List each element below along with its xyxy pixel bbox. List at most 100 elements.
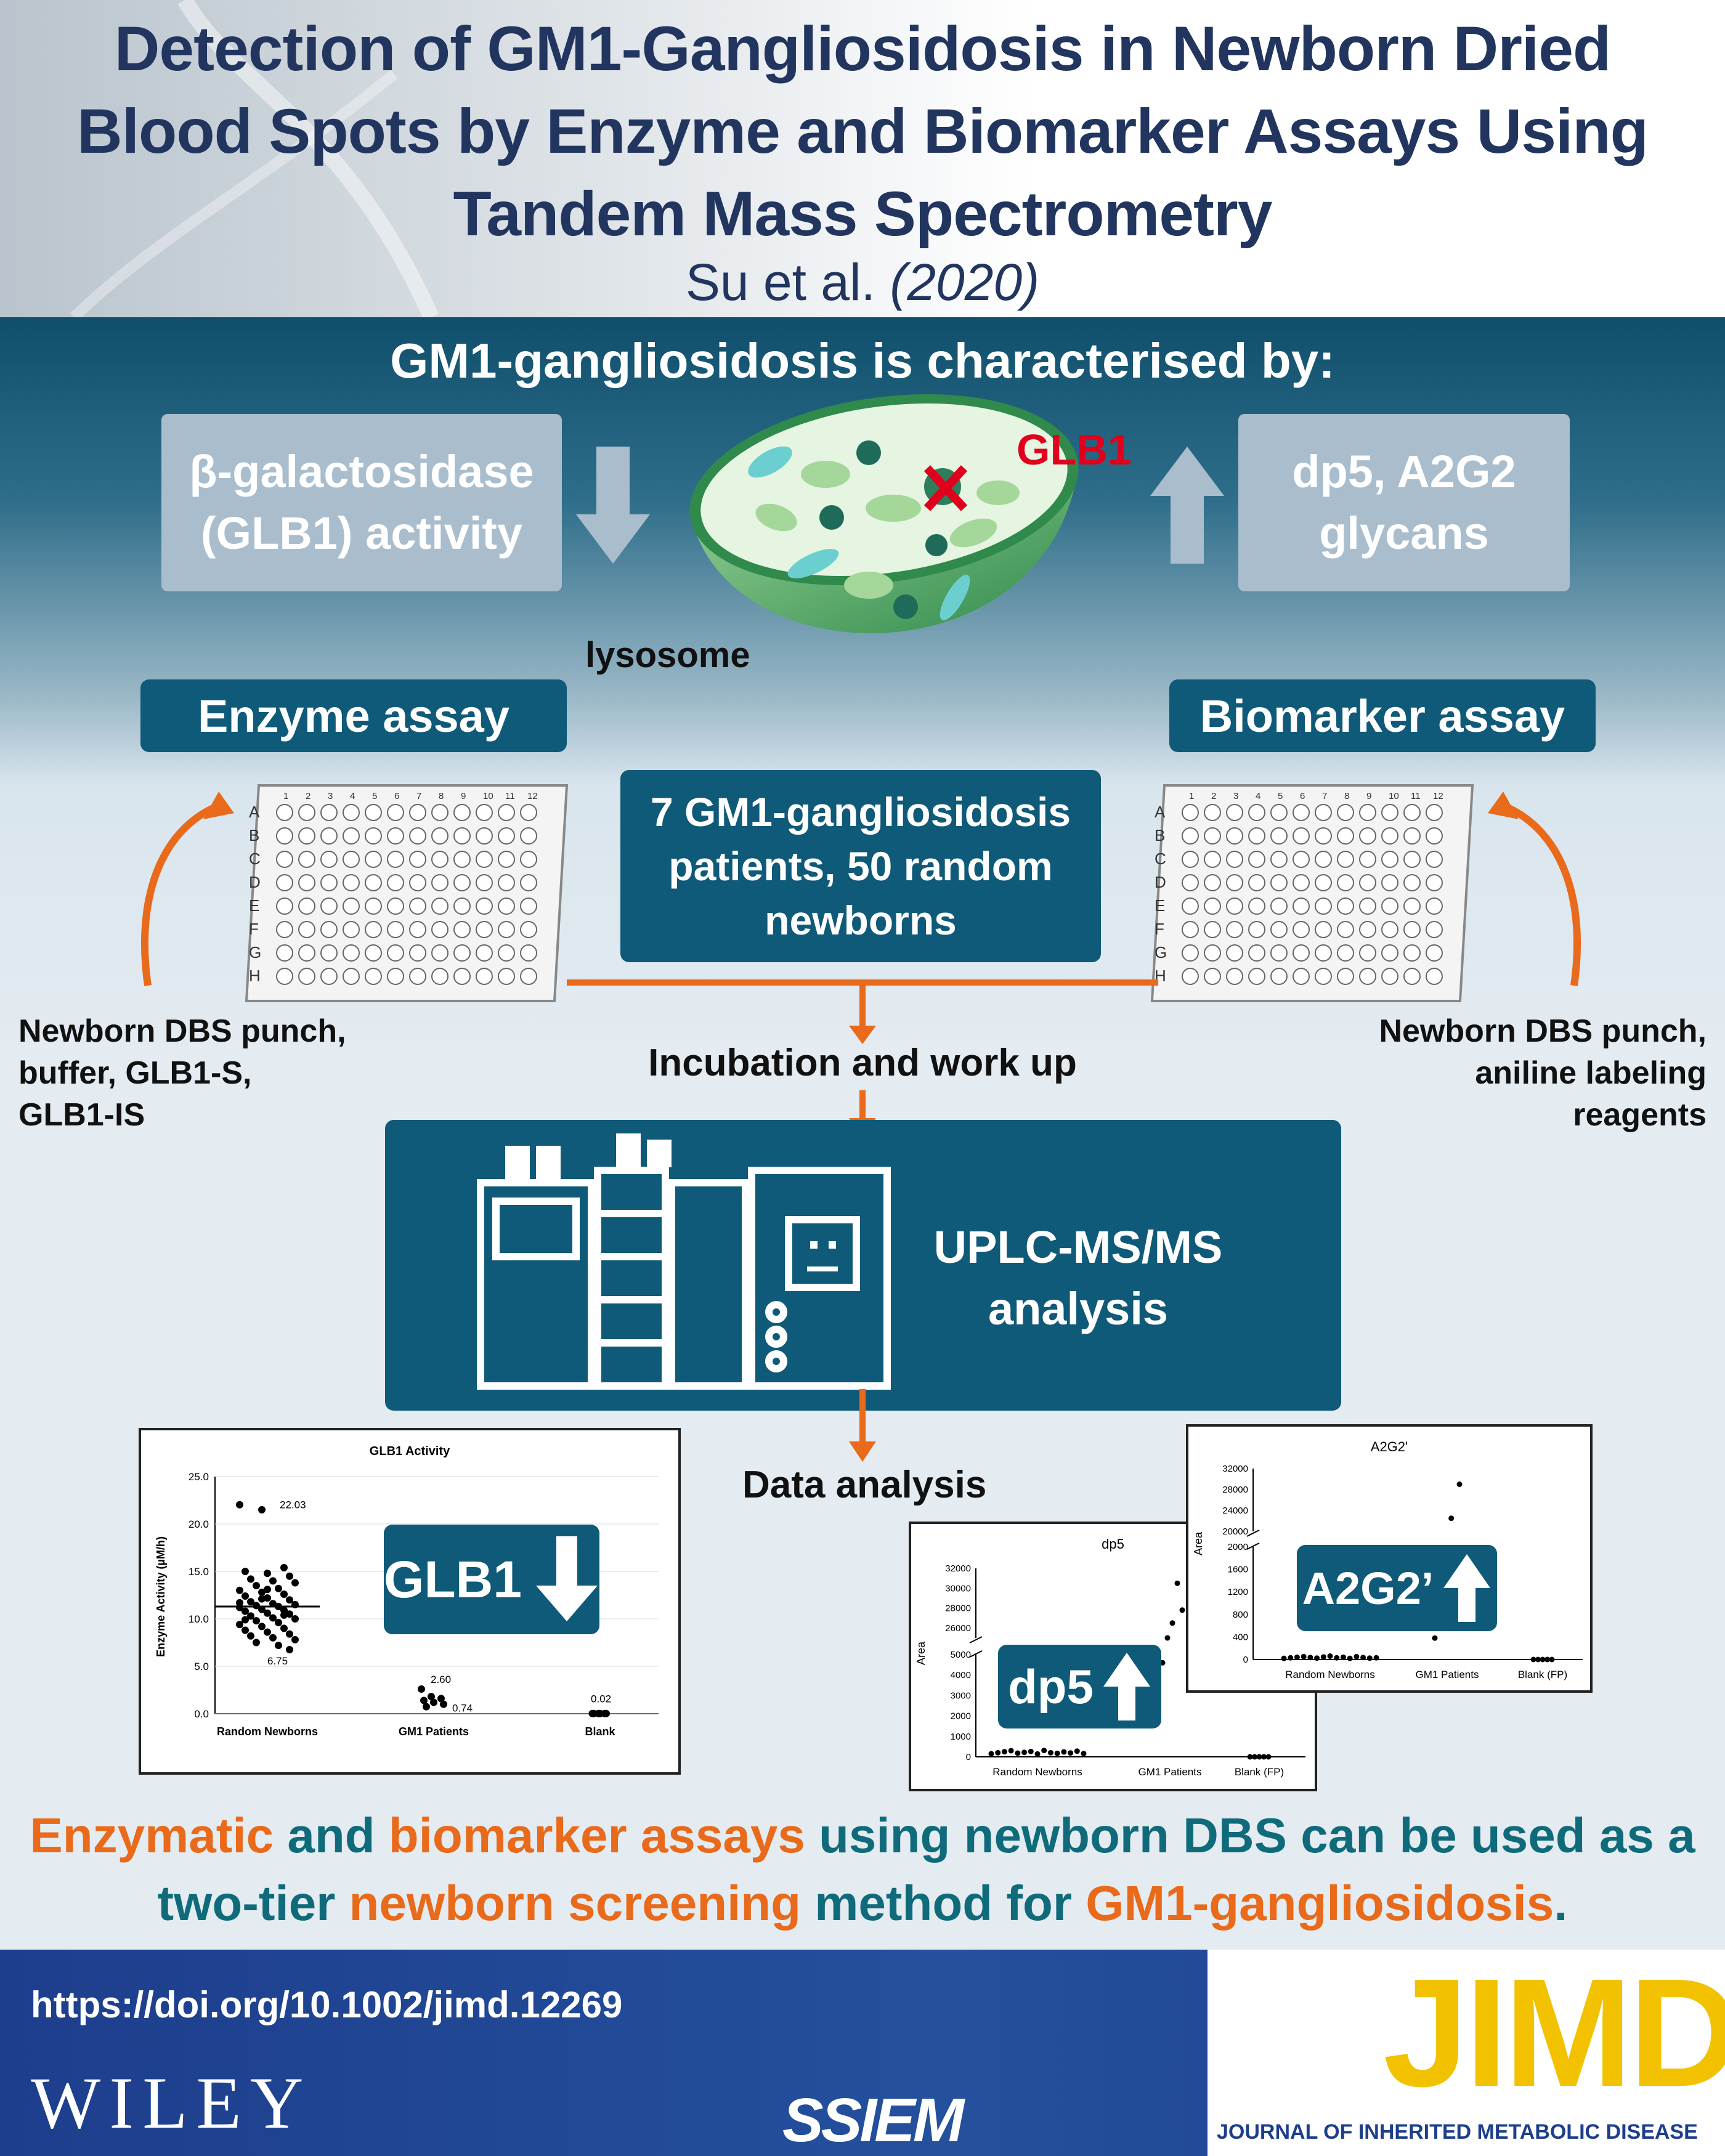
plate-well: [1381, 968, 1398, 985]
plate-row-label: F: [249, 920, 259, 938]
chart-title: GLB1 Activity: [370, 1445, 450, 1458]
data-point: [275, 1584, 282, 1592]
plate-col-label: 11: [505, 791, 515, 801]
plate-well: [431, 827, 448, 845]
plate-well: [343, 921, 360, 938]
plate-well: [1248, 827, 1265, 845]
data-point: [420, 1696, 428, 1704]
journal-full-name: JOURNAL OF INHERITED METABOLIC DISEASE: [1217, 2120, 1698, 2144]
arrow-up-icon: [1443, 1554, 1491, 1622]
header-banner: [0, 0, 1725, 317]
y-tick-label: 800: [1233, 1610, 1248, 1620]
plate-well: [1381, 921, 1398, 938]
plate-well: [520, 968, 537, 985]
plate-well: [1381, 874, 1398, 891]
plate-well: [1248, 944, 1265, 962]
plate-well: [476, 851, 493, 868]
plate-well: [1293, 851, 1310, 868]
data-point: [286, 1630, 293, 1638]
plate-well: [498, 874, 515, 891]
plate-well: [409, 944, 426, 962]
conclusion-enzymatic: Enzymatic: [30, 1808, 274, 1863]
plate-col-label: 3: [328, 791, 333, 801]
data-point: [242, 1616, 249, 1624]
data-point: [1432, 1635, 1438, 1641]
biomarker-reagents-note: Newborn DBS punch, aniline labeling reag…: [1379, 1013, 1707, 1133]
plate-well: [1226, 921, 1243, 938]
plate-well: [520, 898, 537, 915]
y-tick-label: 1000: [951, 1732, 971, 1742]
plate-well: [1403, 851, 1421, 868]
plate-col-label: 1: [283, 791, 288, 801]
plate-well: [343, 898, 360, 915]
plate-well: [1204, 944, 1221, 962]
plate-well: [1270, 968, 1288, 985]
plate-col-label: 6: [394, 791, 399, 801]
x-tick-label: Random Newborns: [992, 1766, 1082, 1778]
plate-well: [298, 851, 315, 868]
plate-well: [343, 804, 360, 821]
plate-well: [1248, 968, 1265, 985]
data-point: [291, 1635, 299, 1643]
plate-well: [1182, 968, 1199, 985]
data-point: [1373, 1655, 1379, 1661]
plate-well: [298, 968, 315, 985]
plate-well: [453, 874, 471, 891]
plate-well: [520, 874, 537, 891]
plate-well: [1226, 874, 1243, 891]
plate-well: [1226, 827, 1243, 845]
data-label: 0.74: [452, 1703, 473, 1714]
data-point: [280, 1590, 288, 1598]
data-point: [1028, 1748, 1034, 1754]
plate-well: [1293, 968, 1310, 985]
data-point: [1456, 1481, 1463, 1487]
data-point: [1001, 1749, 1007, 1755]
plate-well: [498, 968, 515, 985]
data-label: 6.75: [267, 1655, 288, 1667]
plate-well: [1204, 851, 1221, 868]
plate-well: [476, 968, 493, 985]
plate-row-label: F: [1155, 920, 1164, 938]
plate-well: [1204, 804, 1221, 821]
plate-well: [1270, 804, 1288, 821]
doi-link[interactable]: https://doi.org/10.1002/jimd.12269: [31, 1984, 623, 2025]
plate-well: [387, 851, 404, 868]
plate-well: [387, 968, 404, 985]
plate-row-label: D: [1155, 873, 1166, 891]
plate-well: [409, 874, 426, 891]
data-label: 2.60: [431, 1674, 451, 1685]
axis-break: [1246, 1542, 1260, 1550]
data-point: [1288, 1655, 1294, 1661]
plate-well: [1359, 827, 1376, 845]
plate-col-label: 3: [1233, 791, 1238, 801]
data-point: [1081, 1751, 1087, 1757]
plate-well: [320, 851, 338, 868]
plate-well: [1381, 827, 1398, 845]
authors: Su et al. (2020): [62, 253, 1663, 312]
plate-well: [453, 968, 471, 985]
data-point: [1261, 1754, 1267, 1760]
plate-well: [276, 874, 293, 891]
plate-well: [498, 921, 515, 938]
plate-col-label: 5: [372, 791, 377, 801]
data-label: 22.03: [280, 1499, 306, 1511]
data-point: [1179, 1607, 1185, 1613]
plate-well: [298, 921, 315, 938]
plate-well: [276, 968, 293, 985]
y-tick-label: 15.0: [189, 1566, 209, 1578]
x-tick-label: Blank (FP): [1518, 1669, 1567, 1680]
data-point: [264, 1570, 271, 1578]
plate-col-label: 4: [350, 791, 355, 801]
plate-well: [1381, 944, 1398, 962]
chart-title: A2G2': [1371, 1439, 1408, 1454]
y-tick-label: 32000: [1222, 1464, 1248, 1474]
x-tick-label: Blank (FP): [1235, 1766, 1284, 1778]
data-point: [1530, 1656, 1536, 1663]
plate-well: [1403, 827, 1421, 845]
conclusion-screening: newborn screening: [349, 1876, 802, 1931]
data-point: [1320, 1654, 1326, 1660]
data-point: [269, 1614, 277, 1622]
plate-well: [1270, 874, 1288, 891]
plate-well: [476, 944, 493, 962]
